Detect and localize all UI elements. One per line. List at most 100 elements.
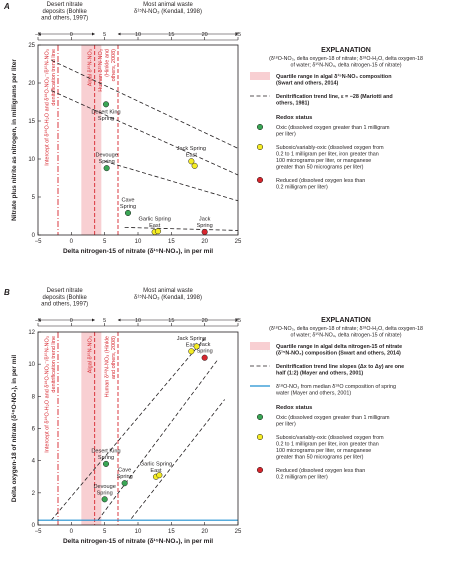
top-scale-tick-label: 5 bbox=[103, 32, 106, 38]
legend-subtitle: of water; δ¹⁵N-NO₃, delta nitrogen-15 of… bbox=[291, 63, 402, 69]
x-tick-label: 25 bbox=[235, 529, 242, 535]
x-tick-label: 10 bbox=[135, 239, 142, 245]
top-scale-tick-label: 15 bbox=[168, 318, 174, 324]
y-tick-label: 4 bbox=[32, 459, 36, 465]
legend-symbol-band bbox=[250, 72, 270, 80]
data-point-label: Spring bbox=[120, 204, 136, 210]
y-tick-label: 10 bbox=[28, 362, 35, 368]
legend-entry-text: Quartile range in algal δ¹⁵N-NO₃ composi… bbox=[276, 74, 392, 80]
data-point-label: Spring bbox=[197, 223, 213, 229]
reference-line-label: Intercept of δ¹⁸O-H₂O and δ¹⁸O-NO₃⁻/δ¹⁵N… bbox=[44, 336, 51, 453]
x-tick-label: 25 bbox=[235, 239, 242, 245]
data-point-oxic bbox=[103, 165, 110, 172]
top-scale-tick-label: −5 bbox=[35, 318, 41, 324]
data-point-label: Desert King bbox=[91, 448, 120, 454]
data-point-reduced bbox=[201, 354, 208, 361]
data-point-label: Devouge bbox=[95, 153, 117, 159]
legend-entry-text: 0.2 milligram per liter) bbox=[276, 475, 328, 481]
legend-symbol-suboxic bbox=[256, 143, 264, 151]
top-scale-tick-label: −5 bbox=[35, 32, 41, 38]
x-tick-label: 0 bbox=[70, 529, 74, 535]
legend-entry-text: Oxic (dissolved oxygen greater than 1 mi… bbox=[276, 415, 390, 421]
panel-label-b: B bbox=[4, 288, 10, 297]
y-tick-label: 0 bbox=[32, 523, 36, 529]
x-tick-label: 20 bbox=[201, 529, 208, 535]
algal-quartile-band bbox=[81, 45, 102, 235]
reference-line-label: (Hinkle and bbox=[105, 49, 111, 77]
denitrification-trend-line bbox=[104, 160, 239, 202]
x-tick-label: 15 bbox=[168, 239, 175, 245]
legend-title: EXPLANATION bbox=[321, 317, 371, 324]
y-tick-label: 8 bbox=[32, 394, 36, 400]
legend-heading: Redox status bbox=[276, 405, 312, 411]
x-tick-label: 10 bbox=[135, 529, 142, 535]
legend-entry-text: (δ¹⁵N-NO₃) composition (Swart and others… bbox=[276, 351, 401, 357]
legend-entry-text: half (1:2) (Mayer and others, 2001) bbox=[276, 371, 363, 377]
legend-subtitle: of water; δ¹⁵N-NO₃, delta nitrogen-15 of… bbox=[291, 333, 402, 339]
top-scale-tick-label: 10 bbox=[135, 32, 141, 38]
legend-entry-text: 100 micrograms per liter, or manganese bbox=[276, 158, 371, 164]
data-point-oxic bbox=[101, 496, 108, 503]
y-tick-label: 5 bbox=[32, 195, 36, 201]
legend-symbol-suboxic bbox=[256, 433, 264, 441]
top-scale-tick-label: 0 bbox=[70, 318, 73, 324]
data-point-suboxic bbox=[191, 162, 198, 169]
legend-entry-text: Quartile range in algal delta nitrogen-1… bbox=[276, 344, 402, 350]
data-point-label: Garlic Spring bbox=[140, 461, 172, 467]
y-tick-label: 25 bbox=[28, 43, 35, 49]
y-tick-label: 15 bbox=[28, 119, 35, 125]
animal-waste-label: Most animal waste bbox=[143, 288, 193, 294]
legend-entry-text: Reduced (dissolved oxygen less than bbox=[276, 468, 365, 474]
desert-nitrate-label: deposits (Bohlke bbox=[42, 9, 87, 15]
data-point-suboxic bbox=[188, 158, 195, 165]
top-scale-tick-label: 25 bbox=[235, 318, 241, 324]
legend-entry-text: Suboxic/variably-oxic (dissolved oxygen … bbox=[276, 435, 384, 441]
top-scale-tick-label: 25 bbox=[235, 32, 241, 38]
legend: EXPLANATION(δ¹⁸O-NO₃, delta oxygen-18 of… bbox=[250, 47, 423, 191]
legend-entry-text: 0.2 to 1 milligram per liter, iron great… bbox=[276, 152, 379, 158]
data-point-suboxic bbox=[156, 472, 163, 479]
data-point-label: Jack bbox=[199, 342, 211, 348]
y-tick-label: 6 bbox=[32, 427, 36, 433]
x-tick-label: 15 bbox=[168, 529, 175, 535]
legend-entry-text: δ¹⁸O-NO₃ from median δ¹⁸O composition of… bbox=[276, 384, 396, 390]
denitrification-trend-line bbox=[124, 227, 239, 231]
legend-title: EXPLANATION bbox=[321, 47, 371, 54]
top-scale-tick-label: 10 bbox=[135, 318, 141, 324]
legend-heading: Redox status bbox=[276, 115, 312, 121]
algal-quartile-band bbox=[81, 332, 102, 525]
legend-entry-text: greater than 50 micrograms per liter) bbox=[276, 455, 364, 461]
data-point-label: Cave bbox=[121, 197, 134, 203]
legend-entry-text: 0.2 to 1 milligram per liter, iron great… bbox=[276, 442, 379, 448]
data-point-oxic bbox=[102, 460, 110, 467]
reference-line-label: Algal δ¹⁵N-NO₃ bbox=[87, 49, 94, 86]
reference-line-label: denitrification trend line bbox=[51, 336, 57, 393]
animal-waste-label: Most animal waste bbox=[143, 2, 193, 8]
legend-symbol-oxic bbox=[256, 123, 264, 131]
denitrification-trend-line bbox=[131, 399, 225, 519]
data-point-label: Jack Spring bbox=[177, 146, 206, 152]
y-axis-label: Delta oxygen-18 of nitrate (δ¹⁸O-NO₃), i… bbox=[11, 355, 18, 502]
legend-entry-text: others, 1981) bbox=[276, 101, 309, 107]
plot-frame bbox=[37, 44, 239, 236]
desert-nitrate-label: and others, 1997) bbox=[41, 16, 88, 22]
x-tick-label: −5 bbox=[35, 239, 43, 245]
data-point-label: Spring bbox=[98, 455, 114, 461]
x-tick-label: 5 bbox=[103, 529, 107, 535]
top-scale-tick-label: 20 bbox=[202, 32, 208, 38]
x-tick-label: 0 bbox=[70, 239, 74, 245]
reference-line-label: Human δ¹⁵N-NO₃ (Hinkle bbox=[104, 336, 111, 397]
legend-entry-text: Reduced (dissolved oxygen less than bbox=[276, 178, 365, 184]
data-point-label: Spring bbox=[98, 116, 114, 122]
data-point-reduced bbox=[201, 228, 208, 236]
chart-panel: Intercept of δ¹⁸O-H₂O and δ¹⁸O-NO₃⁻/δ¹⁵N… bbox=[11, 2, 423, 255]
legend-entry-text: water (Mayer and others, 2001) bbox=[275, 391, 351, 397]
data-point-label: Spring bbox=[117, 474, 133, 480]
y-tick-label: 20 bbox=[28, 81, 35, 87]
data-point-label: East bbox=[186, 342, 198, 348]
data-point-label: East bbox=[150, 468, 162, 474]
denitrification-trend-line bbox=[51, 59, 239, 149]
reference-line-label: denitrification trend line bbox=[51, 49, 57, 106]
panel-label-a: A bbox=[4, 2, 10, 11]
animal-waste-label: δ¹⁵N-NO₃ (Kendall, 1998) bbox=[134, 294, 202, 301]
